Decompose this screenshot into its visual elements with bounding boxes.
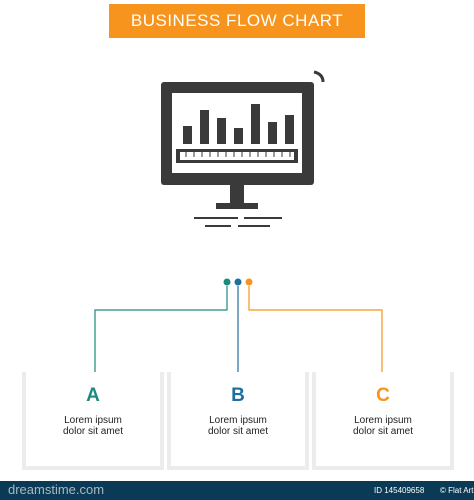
step-caption-b-line2: dolor sit amet bbox=[207, 426, 269, 437]
footer-bar: dreamstime.com ID 145409658 © Flat Art bbox=[0, 481, 474, 500]
step-letter-b: B bbox=[231, 385, 245, 406]
footer-credit: © Flat Art bbox=[440, 486, 474, 495]
connector-dot-c bbox=[245, 278, 253, 286]
step-caption-c-line2: dolor sit amet bbox=[352, 426, 414, 437]
step-card-a: A Lorem ipsum dolor sit amet bbox=[23, 374, 163, 470]
connector-line-c bbox=[248, 286, 383, 372]
connector-dot-a bbox=[223, 278, 231, 286]
step-caption-a-line1: Lorem ipsum bbox=[64, 415, 122, 426]
page-title: BUSINESS FLOW CHART bbox=[130, 11, 344, 30]
step-letter-a: A bbox=[86, 385, 100, 406]
footer-brand: dreamstime.com bbox=[8, 482, 105, 497]
step-caption-b-line1: Lorem ipsum bbox=[209, 415, 267, 426]
step-card-b: B Lorem ipsum dolor sit amet bbox=[168, 374, 308, 470]
title-banner: BUSINESS FLOW CHART bbox=[109, 4, 365, 38]
step-letter-c: C bbox=[376, 385, 390, 406]
step-caption-c-line1: Lorem ipsum bbox=[354, 415, 412, 426]
footer-image-id: ID 145409658 bbox=[374, 486, 425, 495]
step-card-c: C Lorem ipsum dolor sit amet bbox=[313, 374, 453, 470]
connector-dot-b bbox=[234, 278, 242, 286]
monitor-bar-chart-icon bbox=[161, 70, 325, 227]
connector-line-a bbox=[94, 286, 228, 372]
step-caption-a-line2: dolor sit amet bbox=[62, 426, 124, 437]
